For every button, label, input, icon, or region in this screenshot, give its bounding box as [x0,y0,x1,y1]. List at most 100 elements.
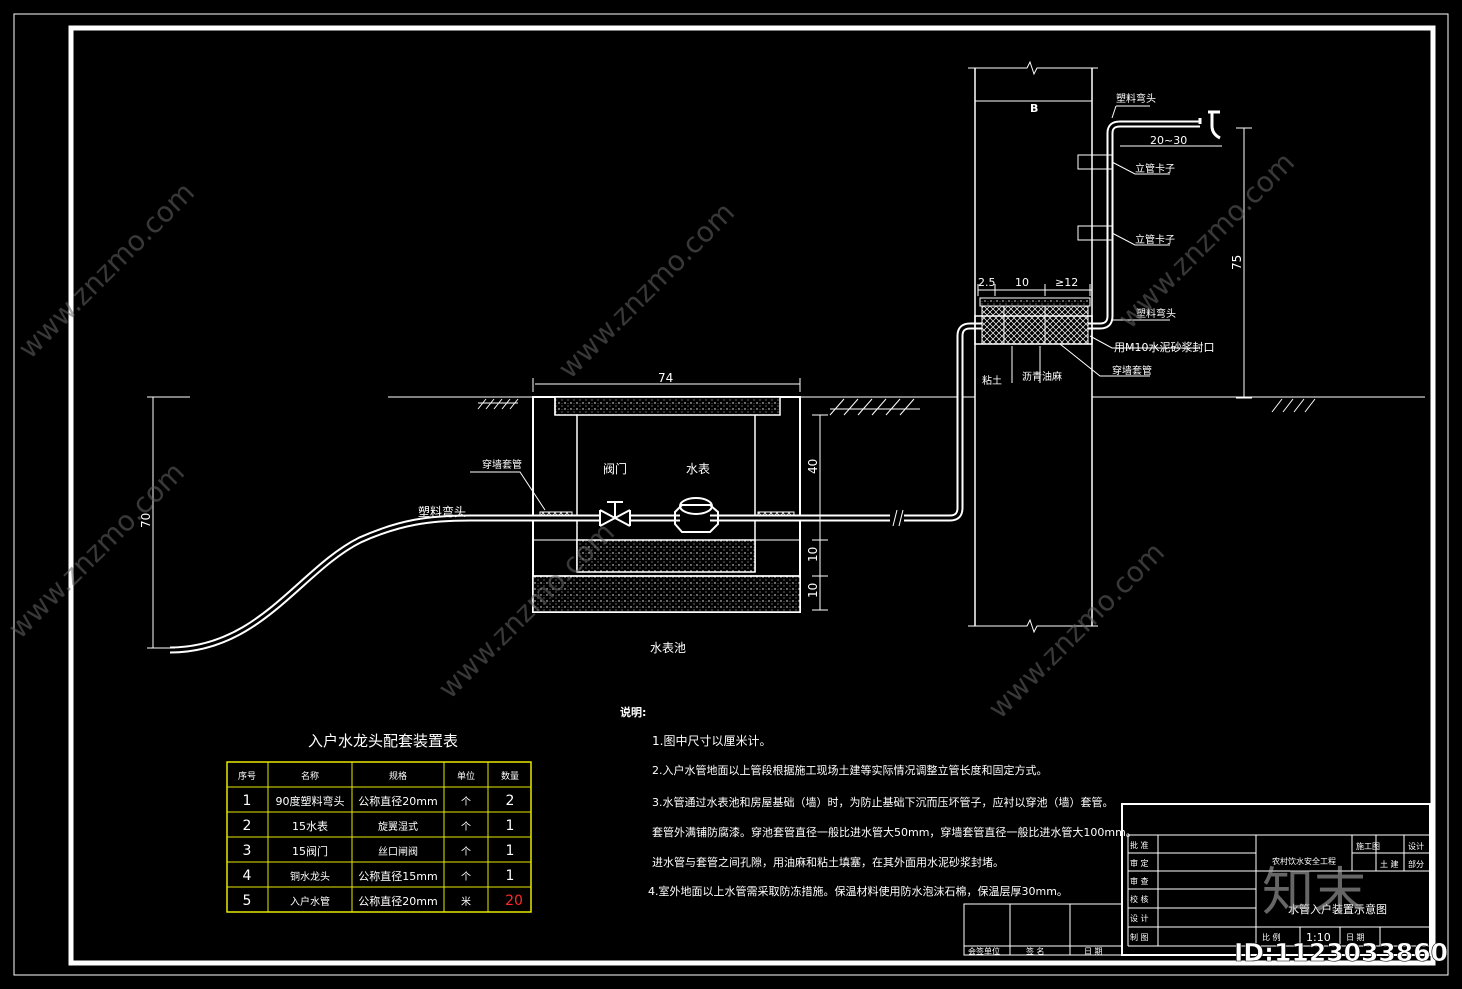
table-cell: 5 [243,893,252,909]
tb-scale-label: 比 例 [1262,932,1281,942]
table-header-cell: 单位 [457,770,475,782]
tb-row-label: 制 图 [1130,932,1149,942]
label-plastic-elbow-left: 塑料弯头 [418,504,466,519]
label-dim-75: 75 [1230,255,1244,270]
label-m10-seal: 用M10水泥砂浆封口 [1114,340,1215,354]
note-item-3c: 进水管与套管之间孔隙，用油麻和粘土填塞，在其外面用水泥砂浆封堵。 [652,855,1004,869]
tb-project-name: 农村饮水安全工程 [1272,856,1336,866]
table-cell: 个 [461,871,471,883]
ground-line [388,396,1425,416]
label-dim-74: 74 [658,371,673,385]
table-cell: 15水表 [292,819,328,833]
label-dim-40: 40 [806,459,820,474]
tb-row-label: 校 核 [1130,894,1149,904]
label-meter-pit: 水表池 [650,641,686,655]
tb-row-label: 设 计 [1130,913,1149,923]
table-cell: 3 [243,843,252,859]
table-cell-highlight: 20 [505,893,523,909]
table-title: 入户水龙头配套装置表 [308,732,458,750]
table-cell: 4 [243,868,252,884]
table-row: 1 90度塑料弯头 公称直径20mm 个 2 [243,793,515,809]
table-cell: 1 [506,868,515,884]
tb-drawing-title: 水管入户装置示意图 [1288,902,1387,916]
table-cell: 公称直径20mm [358,794,437,808]
label-plastic-elbow-mid: 塑料弯头 [1136,307,1176,320]
label-dim-20-30: 20~30 [1150,134,1187,147]
label-dim-10-a: 10 [806,547,820,562]
drawing-frame [68,25,1436,966]
table-cell: 米 [461,895,471,908]
label-asphalt-hemp: 沥青油麻 [1022,370,1062,383]
label-dim-70: 70 [139,513,153,528]
table-cell: 个 [461,846,471,858]
tb-sign-name: 签 名 [1026,946,1045,956]
label-dim-2-5: 2.5 [978,276,996,289]
table-cell: 1 [506,818,515,834]
table-cell: 公称直径20mm [358,894,437,908]
label-wall-sleeve-right: 穿墙套管 [1112,364,1152,377]
table-cell: 公称直径15mm [358,869,437,883]
house-wall [968,60,1221,634]
label-water-meter: 水表 [686,462,710,476]
table-cell: 入户水管 [290,895,330,908]
label-pipe-clamp-1: 立管卡子 [1135,162,1175,175]
tb-discipline: 土 建 [1380,859,1399,869]
table-cell: 丝口闸阀 [378,845,418,858]
table-cell: 旋翼湿式 [378,820,418,833]
table-header-row: 序号 名称 规格 单位 数量 [238,770,519,782]
table-cell: 铜水龙头 [290,870,330,883]
notes-block: 说明: 1.图中尺寸以厘米计。 2.入户水管地面以上管段根据施工现场土建等实际情… [620,705,1137,898]
label-valve: 阀门 [603,461,627,476]
room-label: B [1030,102,1038,115]
table-cell: 个 [461,796,471,808]
tb-part: 部分 [1408,859,1424,869]
water-meter-symbol [674,497,719,533]
note-item-3: 3.水管通过水表池和房屋基础（墙）时，为防止基础下沉而压坏管子，应衬以穿池（墙）… [652,795,1114,809]
table-header-cell: 名称 [301,770,319,782]
table-cell: 2 [506,793,515,809]
watermark-text: www.znzmo.com [2,456,191,645]
watermark-text: www.znzmo.com [12,176,201,365]
watermark-id: ID:1123033860 [1234,938,1448,967]
note-item-1: 1.图中尺寸以厘米计。 [652,733,771,748]
title-block: 批 准 审 定 审 查 校 核 设 计 制 图 农村饮水安全工程 施工图 设计 … [963,803,1431,956]
leader-lines [470,105,1200,511]
label-pipe-clamp-2: 立管卡子 [1135,233,1175,246]
table-cell: 90度塑料弯头 [276,794,345,808]
watermark-text: www.znzmo.com [552,196,741,385]
table-cell: 个 [461,821,471,833]
parts-table: 入户水龙头配套装置表 序号 名称 规格 单位 数量 1 90度塑料弯头 公称直径… [226,732,532,913]
table-cell: 1 [243,793,252,809]
label-wall-sleeve-left: 穿墙套管 [482,458,522,471]
dimension-lines [147,127,1252,649]
tb-sign-unit: 会签单位 [968,946,1000,956]
label-dim-10-b: 10 [806,583,820,598]
table-header-cell: 序号 [238,770,256,782]
tb-sign-date: 日 期 [1084,947,1103,956]
watermark-logo: 知末 [1262,863,1366,923]
tb-design-label: 设计 [1408,841,1424,851]
table-header-cell: 规格 [389,770,407,782]
tb-stage: 施工图 [1356,841,1380,851]
tb-row-label: 批 准 [1130,840,1149,850]
table-cell: 15阀门 [292,844,328,858]
label-dim-ge12: ≥12 [1055,276,1078,289]
label-plastic-elbow-top: 塑料弯头 [1116,92,1156,105]
tb-scale-value: 1:10 [1306,931,1331,944]
note-item-2: 2.入户水管地面以上管段根据施工现场土建等实际情况调整立管长度和固定方式。 [652,763,1048,777]
label-clay: 粘土 [982,374,1002,387]
label-dim-10-top: 10 [1015,276,1029,289]
notes-heading: 说明: [620,705,646,719]
outer-border [13,13,1449,976]
tb-row-label: 审 定 [1130,858,1149,868]
table-row: 2 15水表 旋翼湿式 个 1 [243,818,515,834]
table-header-cell: 数量 [501,770,519,782]
valve-symbol [599,501,631,527]
tb-row-label: 审 查 [1130,876,1149,886]
note-item-3b: 套管外满铺防腐漆。穿池套管直径一般比进水管大50mm，穿墙套管直径一般比进水管大… [652,825,1137,839]
watermark-text: www.znzmo.com [982,536,1171,725]
table-row: 4 铜水龙头 公称直径15mm 个 1 [243,868,515,884]
table-cell: 1 [506,843,515,859]
table-row: 5 入户水管 公称直径20mm 米 20 [243,893,523,909]
